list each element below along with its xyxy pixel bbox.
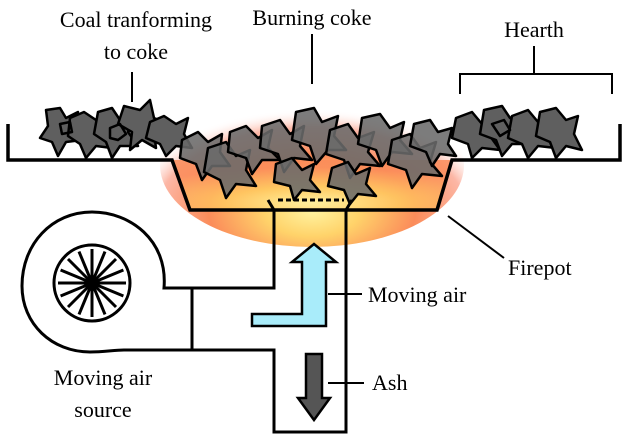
blower-housing [20, 210, 192, 354]
fan-blade [77, 282, 94, 315]
label-burning-coke: Burning coke [252, 5, 372, 30]
fan-blade [90, 281, 118, 309]
label-hearth: Hearth [504, 17, 564, 42]
label-coal-line2: to coke [103, 38, 169, 64]
coal-pile-left [38, 98, 194, 160]
fan-blade [90, 282, 107, 315]
coal-pile-burning [178, 106, 458, 206]
fan-blade [66, 257, 94, 285]
label-moving-air: Moving air [368, 282, 467, 307]
fan-blade [77, 251, 94, 284]
label-moving-air-source: Moving air source [28, 362, 178, 426]
fan-blade [91, 268, 124, 285]
label-coal-line1: Coal tranforming [59, 7, 213, 32]
fan-blade [60, 281, 93, 298]
ash-arrow [295, 352, 333, 423]
firepot-leader-line [447, 215, 505, 259]
fan-blade [66, 281, 94, 309]
label-firepot: Firepot [508, 255, 572, 280]
fan-blade [90, 257, 118, 285]
air-pipe [190, 199, 354, 434]
label-source-line1: Moving air [53, 365, 153, 390]
fan-blade [90, 251, 107, 284]
blower-fan-icon [58, 249, 126, 317]
label-coal-transforming: Coal tranforming to coke [36, 4, 236, 68]
fan-blade [60, 268, 93, 285]
hearth-bracket [459, 46, 613, 94]
fan-blade [91, 281, 124, 298]
label-source-line2: source [74, 396, 132, 422]
label-ash: Ash [372, 370, 408, 395]
moving-air-arrow [250, 242, 340, 328]
coal-pile-right [450, 104, 584, 160]
hearth-outline [6, 124, 622, 212]
